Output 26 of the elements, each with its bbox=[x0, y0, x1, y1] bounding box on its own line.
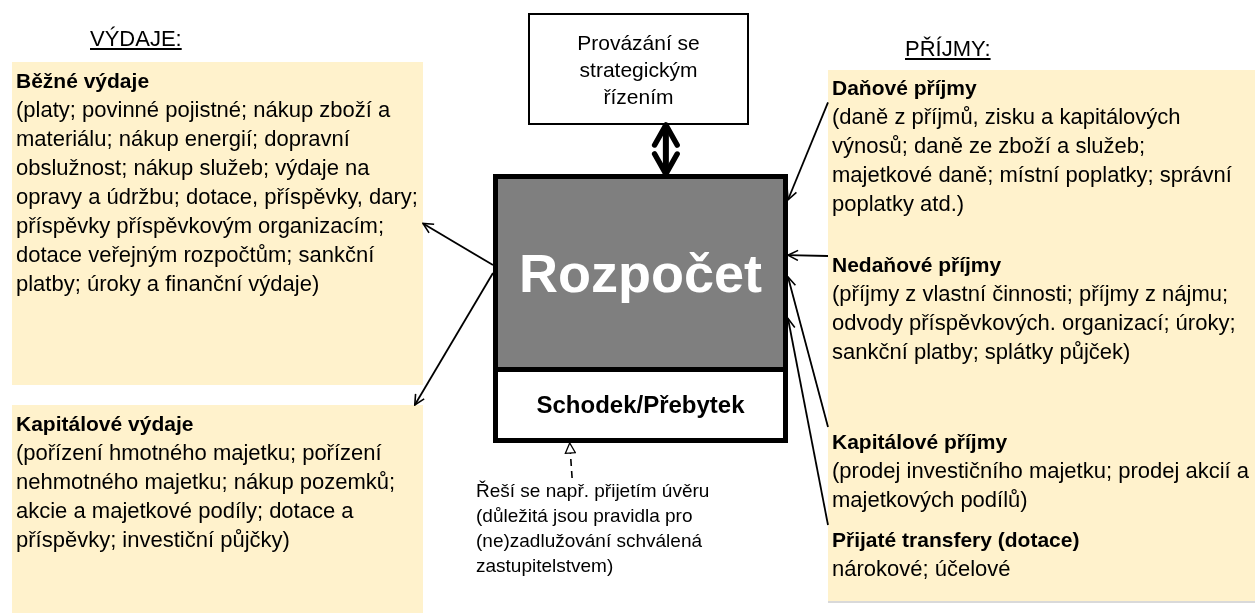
block-text: (příjmy z vlastní činnosti; příjmy z nájmu; odvody příspěvkových. organizací; úroky; sankční platby; splátky půjček) bbox=[832, 280, 1237, 366]
strategy-box: Provázání se strategickým řízením bbox=[528, 13, 749, 125]
expense-card bbox=[12, 62, 423, 385]
block-text: (prodej investičního majetku; prodej akcií a majetkových podílů) bbox=[832, 457, 1250, 514]
balance-box: Schodek/Přebytek bbox=[493, 372, 788, 443]
note-text: Řeší se např. přijetím úvěru (důležitá jsou pravidla pro (ne)zadlužování schválená zastupitelstvem) bbox=[476, 478, 786, 584]
revenue-panel bbox=[828, 70, 1255, 603]
expense-card bbox=[12, 405, 423, 613]
dashed-arrow bbox=[564, 442, 576, 479]
block-heading: Kapitálové příjmy bbox=[832, 429, 1009, 455]
card-heading: Kapitálové výdaje bbox=[16, 411, 195, 437]
arrow bbox=[787, 249, 829, 262]
section-heading: VÝDAJE: bbox=[90, 25, 182, 53]
arrow bbox=[422, 222, 494, 266]
block-heading: Přijaté transfery (dotace) bbox=[832, 527, 1081, 553]
block-text: nárokové; účelové bbox=[832, 555, 1012, 583]
arrow bbox=[413, 272, 494, 406]
card-text: (platy; povinné pojistné; nákup zboží a materiálu; nákup energií; dopravní obslužnost; nákup služeb; výdaje na opravy a údržbu; dotace, příspěvky, dary; příspěvky příspěvkovým organizacím; dotace veřejným rozpočtům; sankční platby; úroky a finanční výdaje) bbox=[16, 96, 419, 298]
budget-box: Rozpočet bbox=[493, 174, 788, 372]
block-text: (daně z příjmů, zisku a kapitálových výnosů; daně ze zboží a služeb; majetkové daně; místní poplatky; správní poplatky atd.) bbox=[832, 103, 1233, 218]
block-heading: Daňové příjmy bbox=[832, 75, 978, 101]
block-heading: Nedaňové příjmy bbox=[832, 252, 1003, 278]
card-heading: Běžné výdaje bbox=[16, 68, 151, 94]
card-text: (pořízení hmotného majetku; pořízení nehmotného majetku; nákup pozemků; akcie a majetkové podíly; dotace a příspěvky; investiční půjčky) bbox=[16, 439, 397, 554]
double-arrow bbox=[651, 122, 680, 177]
section-heading: PŘÍJMY: bbox=[905, 35, 991, 63]
